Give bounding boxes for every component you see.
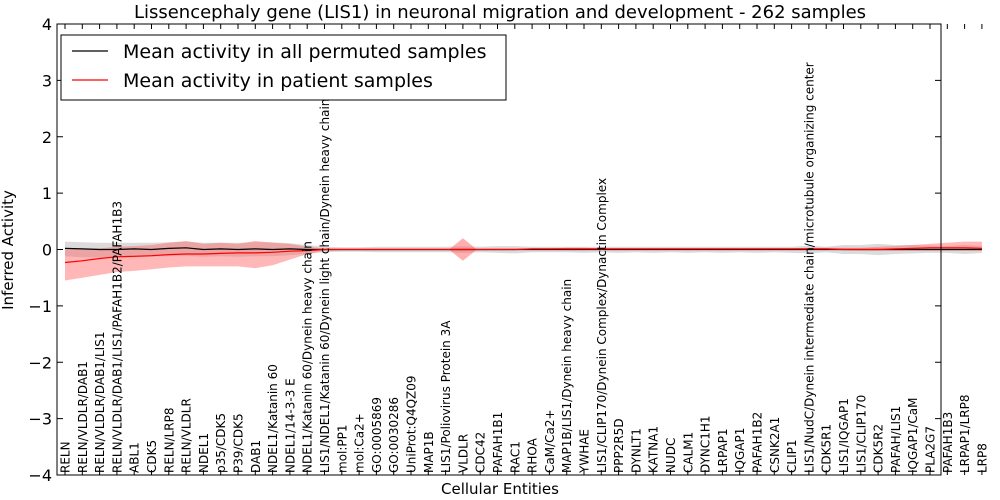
- x-tick-label: CLIP1: [785, 440, 799, 473]
- x-tick-label: NDEL1/Katanin 60/Dynein heavy chain: [301, 241, 315, 473]
- x-tick-label: CaM/Ca2+: [543, 409, 557, 473]
- x-tick-label: GO:0005869: [370, 397, 384, 473]
- x-tick-label: YWHAE: [578, 429, 592, 474]
- x-tick-label: NDEL1/14-3-3 E: [283, 378, 297, 473]
- x-tick-label: GO:0030286: [387, 397, 401, 473]
- x-tick-label: RELN/VLDLR/DAB1/LIS1/PAFAH1B2/PAFAH1B3: [110, 201, 124, 473]
- x-tick-label: RELN/LRP8: [162, 407, 176, 473]
- chart-title: Lissencephaly gene (LIS1) in neuronal mi…: [134, 2, 866, 23]
- x-tick-label: RELN: [59, 441, 73, 473]
- x-tick-label: mol:PP1: [335, 424, 349, 473]
- x-tick-label: PLA2G7: [924, 426, 938, 473]
- x-tick-label: DYNLT1: [629, 428, 643, 473]
- x-tick-label: CDK5R2: [872, 424, 886, 473]
- y-tick-label: −2: [28, 353, 52, 372]
- x-tick-label: CDK5: [145, 440, 159, 473]
- x-tick-label: IQGAP1/CaM: [906, 398, 920, 474]
- x-tick-label: ABL1: [128, 442, 142, 473]
- x-tick-label: LRPAP1/LRP8: [958, 394, 972, 473]
- y-tick-label: −1: [28, 297, 52, 316]
- x-tick-label: MAP1B/LIS1/Dynein heavy chain: [560, 279, 574, 473]
- x-tick-label: PAFAH1B2: [751, 412, 765, 473]
- x-tick-label: DYNC1H1: [699, 415, 713, 473]
- x-tick-label: NUDC: [664, 438, 678, 473]
- legend-label-patient: Mean activity in patient samples: [123, 70, 433, 92]
- x-axis-label: Cellular Entities: [441, 480, 559, 498]
- x-tick-label: RAC1: [508, 441, 522, 473]
- x-tick-label: CDC42: [474, 432, 488, 473]
- x-tick-label: mol:Ca2+: [353, 413, 367, 473]
- x-tick-label: KATNA1: [647, 426, 661, 473]
- x-tick-label: PAFAH1B3: [941, 412, 955, 473]
- x-tick-label: RELN/VLDLR/DAB1: [76, 361, 90, 473]
- y-tick-label: 2: [42, 128, 52, 147]
- y-tick-label: 3: [42, 71, 52, 90]
- x-tick-label: RHOA: [526, 437, 540, 473]
- confidence-bands: [65, 238, 982, 281]
- x-tick-label: PPP2R5D: [612, 418, 626, 473]
- line-series-1: [64, 247, 982, 264]
- x-tick-label: LIS1/Poliovirus Protein 3A: [439, 320, 453, 473]
- y-tick-label: 1: [42, 184, 52, 203]
- x-tick-label: p35/CDK5: [214, 413, 228, 473]
- x-tick-label: PAFAH1B1: [491, 412, 505, 473]
- x-tick-label: IQGAP1: [733, 428, 747, 473]
- x-tick-label: LIS1/CLIP170: [854, 395, 868, 473]
- x-tick-label: CALM1: [681, 432, 695, 473]
- legend-box: [60, 34, 507, 101]
- x-tick-label: NDEL1/Katanin 60: [266, 364, 280, 473]
- x-tick-label: MAP1B: [422, 431, 436, 473]
- x-tick-label: LIS1/IQGAP1: [837, 398, 851, 473]
- y-tick-label: −3: [28, 410, 52, 429]
- x-tick-label: RELN/VLDLR/DAB1/LIS1: [93, 332, 107, 473]
- y-axis: −4 −3 −2 −1 0 1 2 3 4: [28, 15, 941, 485]
- series-lines: [64, 247, 982, 264]
- legend: Mean activity in all permuted samples Me…: [60, 34, 507, 101]
- legend-label-permuted: Mean activity in all permuted samples: [123, 41, 486, 63]
- x-tick-label: P39/CDK5: [232, 413, 246, 473]
- x-tick-label: VLDLR: [456, 434, 470, 473]
- x-tick-label: RELN/VLDLR: [180, 398, 194, 473]
- x-tick-label: CSNK2A1: [768, 417, 782, 473]
- x-tick-label: LRPAP1: [716, 428, 730, 473]
- x-tick-label: LIS1/NudC/Dynein intermediate chain/micr…: [802, 62, 816, 473]
- x-tick-label: NDEL1: [197, 433, 211, 473]
- y-tick-label: −4: [28, 466, 52, 485]
- y-axis-label: Inferred Activity: [0, 190, 17, 310]
- x-tick-label: PAFAH/LIS1: [889, 406, 903, 473]
- x-tick-label: LIS1/CLIP170/Dynein Complex/Dynactin Com…: [595, 178, 609, 473]
- x-tick-label: LRP8: [975, 443, 989, 473]
- y-tick-label: 0: [42, 241, 52, 260]
- y-tick-label: 4: [42, 15, 52, 34]
- x-tick-label: CDK5R1: [820, 424, 834, 473]
- x-tick-label: DAB1: [249, 440, 263, 473]
- x-tick-label: UniProt:Q4QZ09: [405, 375, 419, 473]
- x-tick-label: LIS1/NDEL1/Katanin 60/Dynein light chain…: [318, 99, 332, 473]
